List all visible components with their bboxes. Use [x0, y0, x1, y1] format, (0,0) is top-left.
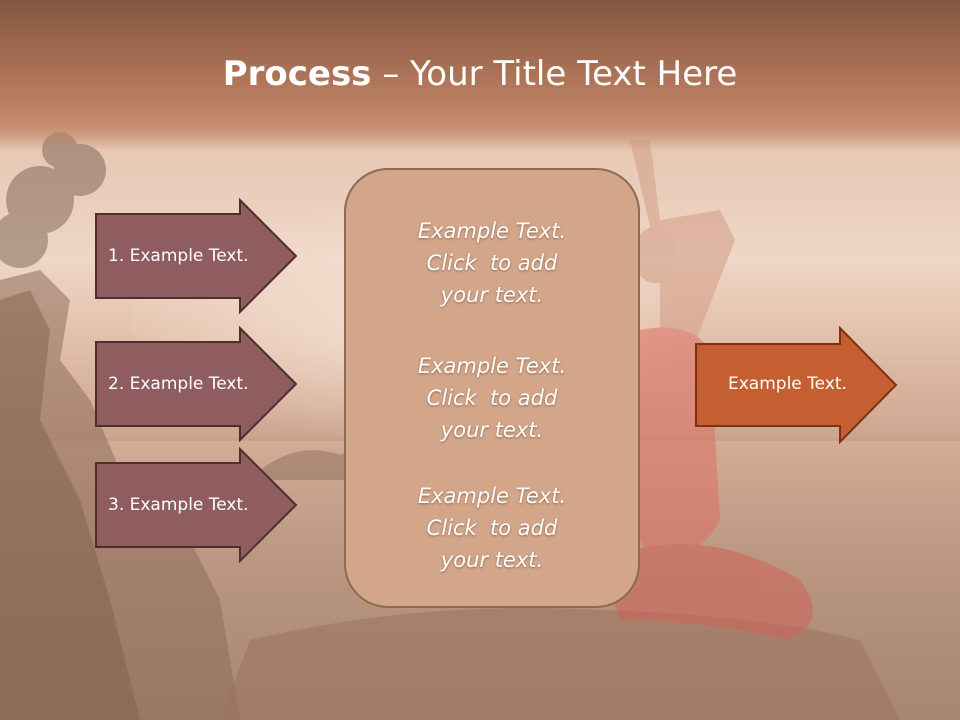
- arrow-right-icon: [695, 326, 898, 444]
- output-label: Example Text.: [728, 374, 847, 394]
- paragraph-line: Example Text.: [417, 354, 567, 378]
- step-arrow-3[interactable]: 3. Example Text.: [94, 447, 300, 563]
- tree-foliage: [0, 132, 106, 268]
- slide-title[interactable]: Process – Your Title Text Here: [0, 52, 960, 96]
- title-band: [0, 0, 960, 150]
- center-text-box[interactable]: Example Text. Click to add your text. Ex…: [344, 168, 640, 608]
- center-paragraph-1: Example Text. Click to add your text.: [346, 215, 638, 311]
- paragraph-line: Click to add: [426, 386, 558, 410]
- paragraph-line: Click to add: [426, 516, 558, 540]
- paragraph-line: Example Text.: [417, 219, 567, 243]
- center-paragraph-3: Example Text. Click to add your text.: [346, 480, 638, 576]
- arrow-right-icon: [95, 198, 298, 314]
- step-label-1: 1. Example Text.: [108, 246, 249, 266]
- paragraph-line: your text.: [440, 418, 544, 442]
- arrow-right-icon: [95, 326, 298, 442]
- paragraph-line: your text.: [440, 548, 544, 572]
- arrow-right-icon: [95, 447, 298, 563]
- left-rock-shadow: [0, 290, 140, 720]
- title-regular-text: – Your Title Text Here: [371, 54, 738, 94]
- step-arrow-1[interactable]: 1. Example Text.: [94, 198, 300, 314]
- foreground-rock: [220, 608, 900, 720]
- center-paragraph-2: Example Text. Click to add your text.: [346, 350, 638, 446]
- paragraph-line: Example Text.: [417, 484, 567, 508]
- paragraph-line: Click to add: [426, 251, 558, 275]
- paragraph-line: your text.: [440, 283, 544, 307]
- step-label-2: 2. Example Text.: [108, 374, 249, 394]
- title-bold-text: Process: [222, 54, 372, 94]
- step-label-3: 3. Example Text.: [108, 495, 249, 515]
- step-arrow-2[interactable]: 2. Example Text.: [94, 326, 300, 442]
- output-arrow[interactable]: Example Text.: [694, 326, 900, 444]
